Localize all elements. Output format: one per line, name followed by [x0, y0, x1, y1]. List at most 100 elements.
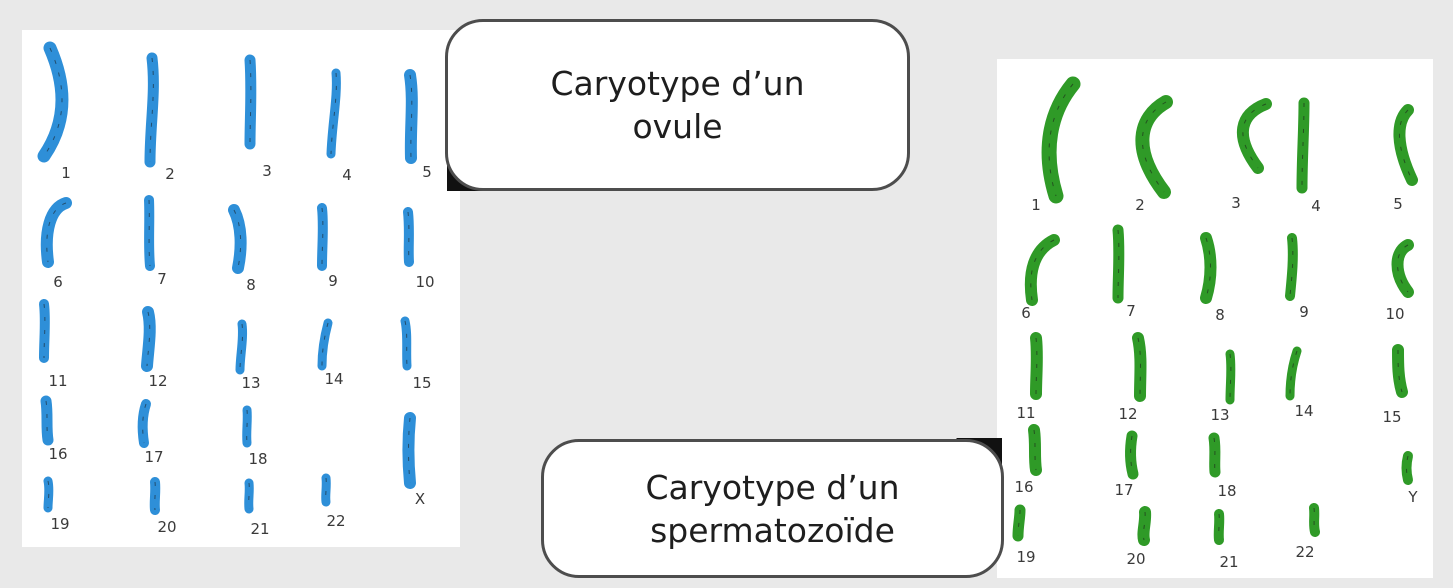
- spermatozoid-chromosome-11: [1030, 332, 1043, 400]
- spermatozoid-chromosome-21: [1213, 509, 1225, 545]
- ovule-caption-line2: ovule: [632, 107, 723, 146]
- spermatozoid-karyotype-panel: [997, 59, 1433, 578]
- spermatozoid-chromosome-9: [1285, 233, 1298, 301]
- spermatozoid-chromosome-13: [1225, 349, 1236, 405]
- ovule-chromosome-19: [43, 476, 54, 513]
- ovule-chromosome-7: [144, 195, 155, 271]
- ovule-chromosome-13: [235, 319, 248, 375]
- spermatozoid-chromosome-1: [1041, 76, 1081, 204]
- spermatozoid-chromosome-8: [1200, 232, 1217, 304]
- spermatozoid-chromosome-4: [1296, 97, 1310, 194]
- ovule-chromosome-16: [40, 395, 54, 446]
- ovule-chromosome-label-7: 7: [157, 270, 167, 288]
- ovule-chromosome-label-16: 16: [48, 445, 67, 463]
- spermatozoid-chromosome-y: [1401, 451, 1413, 485]
- spermatozoid-chromosome-3: [1236, 98, 1272, 174]
- ovule-callout: Caryotype d’un ovule: [445, 19, 910, 191]
- ovule-chromosome-4: [326, 68, 341, 159]
- ovule-chromosome-5: [404, 69, 418, 164]
- ovule-chromosome-label-11: 11: [48, 372, 67, 390]
- spermatozoid-chromosome-20: [1137, 506, 1152, 546]
- spermatozoid-chromosome-label-9: 9: [1299, 303, 1309, 321]
- ovule-caption-line1: Caryotype d’un: [550, 64, 805, 103]
- spermatozoid-chromosome-label-19: 19: [1016, 548, 1035, 566]
- spermatozoid-chromosome-label-2: 2: [1135, 196, 1145, 214]
- spermatozoid-chromosome-set: [1012, 76, 1418, 546]
- ovule-chromosome-label-5: 5: [422, 163, 432, 181]
- spermatozoid-chromosome-label-13: 13: [1210, 406, 1229, 424]
- ovule-chromosome-14: [317, 318, 333, 371]
- ovule-chromosome-label-10: 10: [415, 273, 434, 291]
- spermatozoid-chromosome-label-15: 15: [1382, 408, 1401, 426]
- ovule-chromosome-set: [37, 41, 418, 515]
- spermatozoid-chromosome-2: [1135, 95, 1173, 199]
- spermatozoid-callout: Caryotype d’un spermatozoïde: [541, 439, 1004, 578]
- ovule-chromosome-10: [403, 207, 414, 267]
- spermatozoid-chromosome-10: [1391, 239, 1414, 298]
- ovule-chromosome-12: [141, 306, 156, 372]
- ovule-chromosome-label-15: 15: [412, 374, 431, 392]
- spermatozoid-chromosome-6: [1024, 234, 1060, 306]
- spermatozoid-chromosome-label-10: 10: [1385, 305, 1404, 323]
- ovule-chromosome-label-4: 4: [342, 166, 352, 184]
- spermatozoid-chromosome-18: [1208, 432, 1221, 478]
- ovule-chromosome-20: [149, 477, 161, 515]
- spermatozoid-chromosome-label-20: 20: [1126, 550, 1145, 568]
- ovule-chromosome-label-20: 20: [157, 518, 176, 536]
- spermatozoid-chromosome-16: [1028, 424, 1042, 476]
- spermatozoid-caption-line1: Caryotype d’un: [645, 467, 900, 507]
- ovule-chromosome-8: [228, 204, 247, 274]
- spermatozoid-chromosome-15: [1392, 344, 1408, 398]
- spermatozoid-chromosome-label-3: 3: [1231, 194, 1241, 212]
- spermatozoid-chromosome-12: [1132, 332, 1147, 402]
- ovule-chromosome-18: [242, 405, 252, 448]
- ovule-karyotype-panel: [22, 30, 460, 547]
- spermatozoid-chromosome-label-5: 5: [1393, 195, 1403, 213]
- ovule-chromosome-22: [321, 473, 331, 507]
- spermatozoid-chromosome-17: [1125, 430, 1139, 480]
- ovule-chromosome-21: [244, 478, 254, 514]
- spermatozoid-chromosome-label-18: 18: [1217, 482, 1236, 500]
- spermatozoid-caption-line2: spermatozoïde: [650, 510, 895, 550]
- ovule-chromosome-15: [400, 316, 412, 371]
- ovule-chromosome-label-6: 6: [53, 273, 63, 291]
- ovule-chromosome-x: [402, 412, 416, 489]
- ovule-chromosome-label-14: 14: [324, 370, 343, 388]
- spermatozoid-chromosome-label-12: 12: [1118, 405, 1137, 423]
- ovule-chromosome-label-8: 8: [246, 276, 256, 294]
- ovule-chromosome-label-13: 13: [241, 374, 260, 392]
- ovule-chromosome-11: [39, 299, 50, 363]
- spermatozoid-chromosome-label-6: 6: [1021, 304, 1031, 322]
- ovule-chromosome-label-18: 18: [248, 450, 267, 468]
- spermatozoid-chromosome-14: [1285, 346, 1302, 401]
- ovule-chromosome-label-9: 9: [328, 272, 338, 290]
- ovule-chromosome-1: [37, 41, 69, 163]
- spermatozoid-chromosome-label-y: Y: [1407, 488, 1418, 506]
- spermatozoid-chromosome-7: [1112, 224, 1125, 304]
- ovule-chromosome-label-1: 1: [61, 164, 71, 182]
- spermatozoid-chromosome-label-11: 11: [1016, 404, 1035, 422]
- ovule-chromosome-label-12: 12: [148, 372, 167, 390]
- ovule-chromosome-label-x: X: [415, 490, 425, 508]
- spermatozoid-chromosome-5: [1393, 104, 1418, 186]
- ovule-chromosome-6: [40, 197, 72, 268]
- ovule-chromosome-label-3: 3: [262, 162, 272, 180]
- ovule-chromosome-label-19: 19: [50, 515, 69, 533]
- ovule-chromosome-17: [137, 399, 151, 448]
- ovule-chromosome-label-17: 17: [144, 448, 163, 466]
- spermatozoid-chromosome-label-8: 8: [1215, 306, 1225, 324]
- ovule-chromosome-9: [317, 203, 328, 271]
- spermatozoid-chromosome-label-21: 21: [1219, 553, 1238, 571]
- ovule-chromosome-label-2: 2: [165, 165, 175, 183]
- spermatozoid-chromosome-label-1: 1: [1031, 196, 1041, 214]
- spermatozoid-chromosome-label-17: 17: [1114, 481, 1133, 499]
- spermatozoid-chromosome-label-14: 14: [1294, 402, 1313, 420]
- spermatozoid-chromosome-label-16: 16: [1014, 478, 1033, 496]
- spermatozoid-chromosome-label-4: 4: [1311, 197, 1321, 215]
- ovule-chromosome-label-21: 21: [250, 520, 269, 538]
- spermatozoid-chromosome-label-7: 7: [1126, 302, 1136, 320]
- ovule-chromosome-label-22: 22: [326, 512, 345, 530]
- spermatozoid-chromosome-19: [1012, 504, 1026, 542]
- ovule-chromosome-2: [144, 52, 159, 168]
